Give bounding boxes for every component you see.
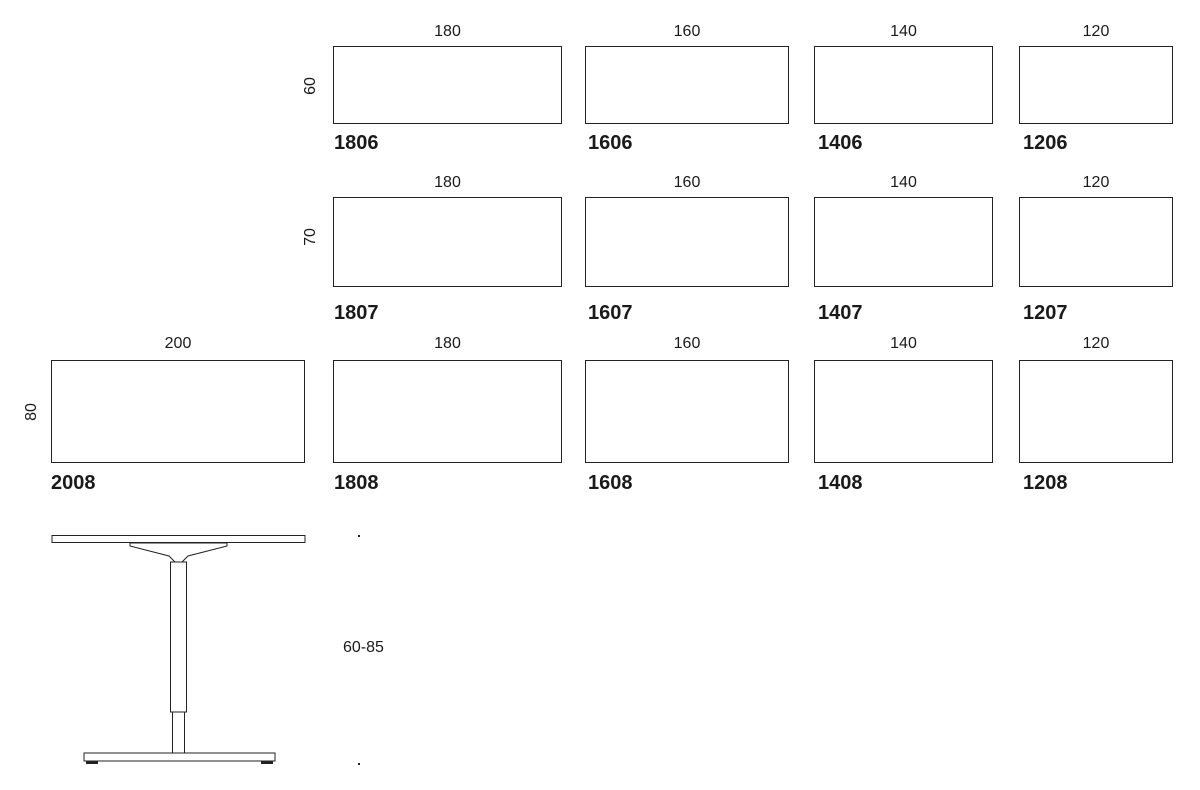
- table-outline-1407: [814, 197, 993, 287]
- model-code-2008: 2008: [51, 472, 96, 494]
- model-code-1608: 1608: [588, 472, 633, 494]
- column-lower: [172, 711, 185, 754]
- model-code-1607: 1607: [588, 302, 633, 324]
- model-code-1606: 1606: [588, 132, 633, 154]
- model-code-1208: 1208: [1023, 472, 1068, 494]
- width-label-1808: 180: [434, 335, 461, 352]
- model-code-1406: 1406: [818, 132, 863, 154]
- table-outline-1606: [585, 46, 789, 124]
- base-plate: [83, 752, 276, 762]
- table-outline-1607: [585, 197, 789, 287]
- table-top-profile: [51, 535, 306, 543]
- height-range-label: 60-85: [343, 639, 384, 656]
- table-outline-1208: [1019, 360, 1173, 463]
- model-code-1806: 1806: [334, 132, 379, 154]
- width-label-1208: 120: [1082, 335, 1110, 352]
- table-outline-1808: [333, 360, 562, 463]
- model-code-1207: 1207: [1023, 302, 1068, 324]
- table-outline-1806: [333, 46, 562, 124]
- table-outline-1608: [585, 360, 789, 463]
- column-upper: [170, 561, 187, 713]
- table-outline-1807: [333, 197, 562, 287]
- top-bracket: [129, 542, 228, 563]
- model-code-1407: 1407: [818, 302, 863, 324]
- table-outline-1206: [1019, 46, 1173, 124]
- table-outline-1406: [814, 46, 993, 124]
- table-outline-2008: [51, 360, 305, 463]
- width-label-1408: 140: [890, 335, 917, 352]
- width-label-1206: 120: [1082, 23, 1110, 40]
- glide-left: [86, 761, 98, 764]
- width-label-1806: 180: [434, 23, 461, 40]
- width-label-1606: 160: [673, 23, 701, 40]
- table-outline-1207: [1019, 197, 1173, 287]
- model-code-1408: 1408: [818, 472, 863, 494]
- width-label-1406: 140: [890, 23, 917, 40]
- height-marker-top: [358, 535, 360, 537]
- model-code-1206: 1206: [1023, 132, 1068, 154]
- width-label-1407: 140: [890, 174, 917, 191]
- table-outline-1408: [814, 360, 993, 463]
- width-label-1207: 120: [1082, 174, 1110, 191]
- width-label-1608: 160: [673, 335, 701, 352]
- model-code-1808: 1808: [334, 472, 379, 494]
- height-marker-bottom: [358, 763, 360, 765]
- model-code-1807: 1807: [334, 302, 379, 324]
- width-label-2008: 200: [164, 335, 192, 352]
- glide-right: [261, 761, 273, 764]
- width-label-1807: 180: [434, 174, 461, 191]
- width-label-1607: 160: [673, 174, 701, 191]
